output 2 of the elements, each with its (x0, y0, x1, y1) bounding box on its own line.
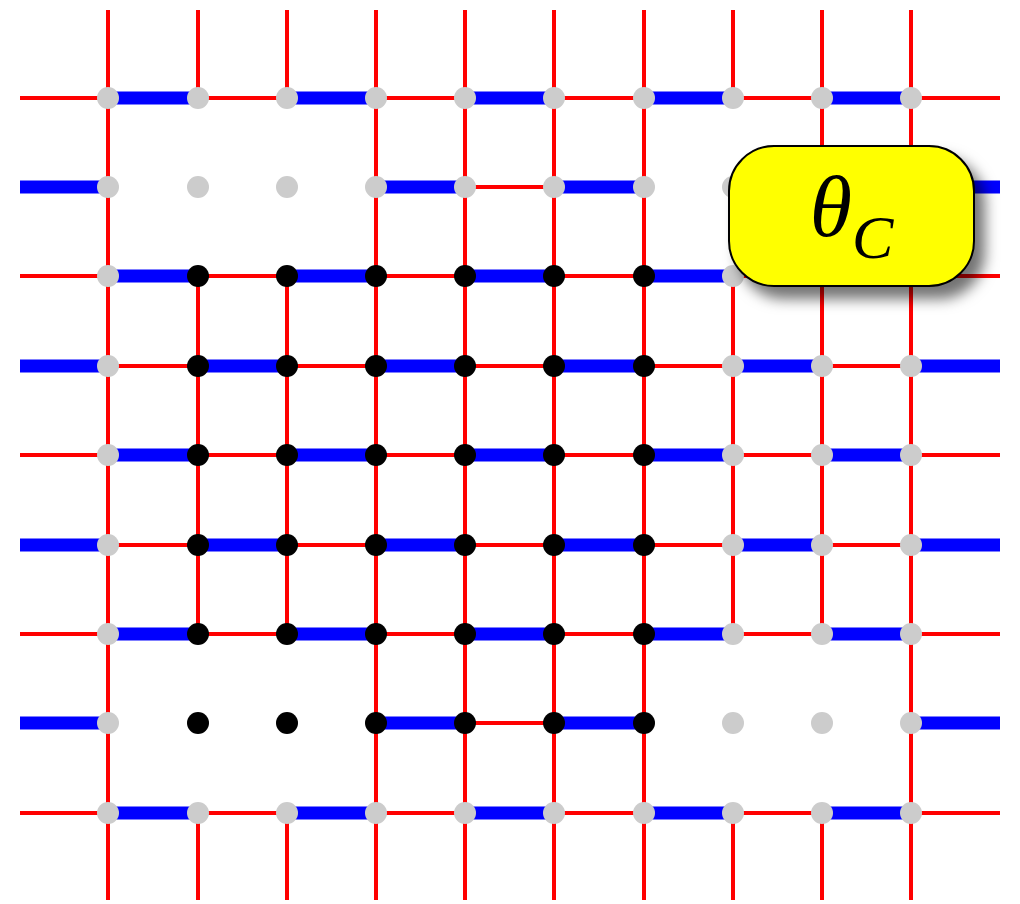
symbol-label: θ$_{C}$ (809, 164, 894, 268)
label-box (728, 145, 975, 287)
